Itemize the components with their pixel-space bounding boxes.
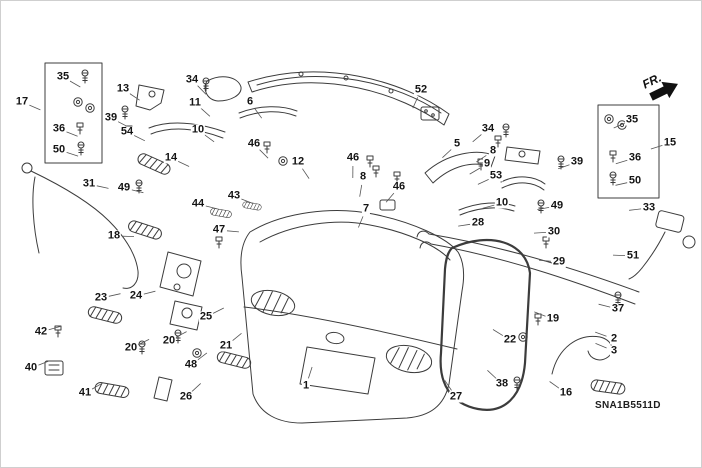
callout-46: 46 bbox=[391, 180, 407, 193]
callout-13: 13 bbox=[115, 82, 131, 95]
fr-arrow-glyph bbox=[649, 81, 678, 101]
left-parts-box-drawing bbox=[44, 62, 103, 164]
callout-2: 2 bbox=[609, 332, 619, 345]
callout-5: 5 bbox=[452, 137, 462, 150]
callout-34: 34 bbox=[184, 73, 200, 86]
callout-36: 36 bbox=[627, 151, 643, 164]
callout-3: 3 bbox=[609, 344, 619, 357]
callout-29: 29 bbox=[551, 255, 567, 268]
callout-20: 20 bbox=[161, 334, 177, 347]
callout-46: 46 bbox=[246, 137, 262, 150]
callout-50: 50 bbox=[51, 143, 67, 156]
callout-27: 27 bbox=[448, 390, 464, 403]
callout-46: 46 bbox=[345, 151, 361, 164]
hinge-left-drawing bbox=[135, 76, 298, 139]
callout-53: 53 bbox=[488, 169, 504, 182]
callout-10: 10 bbox=[494, 196, 510, 209]
callout-11: 11 bbox=[188, 96, 202, 109]
callout-33: 33 bbox=[641, 201, 657, 214]
trunk-lid-drawing bbox=[240, 210, 465, 424]
diagram-part-code: SNA1B5511D bbox=[595, 400, 661, 411]
callout-42: 42 bbox=[33, 325, 49, 338]
right-parts-box-drawing bbox=[597, 104, 660, 199]
torsion-bar-drawing bbox=[416, 230, 640, 305]
lock-assembly-drawing bbox=[153, 251, 203, 402]
callout-22: 22 bbox=[502, 333, 518, 346]
callout-16: 16 bbox=[558, 386, 574, 399]
callout-43: 43 bbox=[226, 189, 242, 202]
callout-48: 48 bbox=[183, 358, 199, 371]
callout-26: 26 bbox=[178, 390, 194, 403]
callout-34: 34 bbox=[480, 122, 496, 135]
callout-14: 14 bbox=[163, 151, 179, 164]
callout-31: 31 bbox=[81, 177, 97, 190]
callout-7: 7 bbox=[361, 202, 371, 215]
trunk-latch-drawing bbox=[628, 210, 696, 280]
opener-cable-drawing bbox=[21, 162, 139, 289]
callout-36: 36 bbox=[51, 122, 67, 135]
callout-40: 40 bbox=[23, 361, 39, 374]
callout-49: 49 bbox=[116, 181, 132, 194]
weatherstrip-drawing bbox=[439, 239, 532, 411]
callout-25: 25 bbox=[198, 310, 214, 323]
callout-20: 20 bbox=[123, 341, 139, 354]
callout-37: 37 bbox=[610, 302, 626, 315]
callout-28: 28 bbox=[470, 216, 486, 229]
callout-23: 23 bbox=[93, 291, 109, 304]
callout-24: 24 bbox=[128, 289, 144, 302]
callout-8: 8 bbox=[358, 170, 368, 183]
callout-18: 18 bbox=[106, 229, 122, 242]
callout-50: 50 bbox=[627, 174, 643, 187]
callout-9: 9 bbox=[482, 157, 492, 170]
trim-pads-drawing bbox=[44, 151, 627, 399]
rear-spoiler-drawing bbox=[247, 71, 496, 211]
callout-52: 52 bbox=[413, 83, 429, 96]
callout-1: 1 bbox=[301, 379, 311, 392]
callout-12: 12 bbox=[290, 155, 306, 168]
callout-30: 30 bbox=[546, 225, 562, 238]
callout-47: 47 bbox=[211, 223, 227, 236]
callout-44: 44 bbox=[190, 197, 206, 210]
callout-35: 35 bbox=[624, 113, 640, 126]
callout-38: 38 bbox=[494, 377, 510, 390]
callout-21: 21 bbox=[218, 339, 234, 352]
callout-51: 51 bbox=[625, 249, 641, 262]
callout-17: 17 bbox=[14, 95, 30, 108]
callout-10: 10 bbox=[190, 123, 206, 136]
callout-49: 49 bbox=[549, 199, 565, 212]
callout-6: 6 bbox=[245, 95, 255, 108]
callout-8: 8 bbox=[488, 144, 498, 157]
callout-39: 39 bbox=[103, 111, 119, 124]
callout-54: 54 bbox=[119, 125, 135, 138]
callout-41: 41 bbox=[77, 386, 93, 399]
callout-19: 19 bbox=[545, 312, 561, 325]
callout-39: 39 bbox=[569, 155, 585, 168]
hinge-right-drawing bbox=[458, 146, 546, 216]
callout-35: 35 bbox=[55, 70, 71, 83]
callout-15: 15 bbox=[662, 136, 678, 149]
